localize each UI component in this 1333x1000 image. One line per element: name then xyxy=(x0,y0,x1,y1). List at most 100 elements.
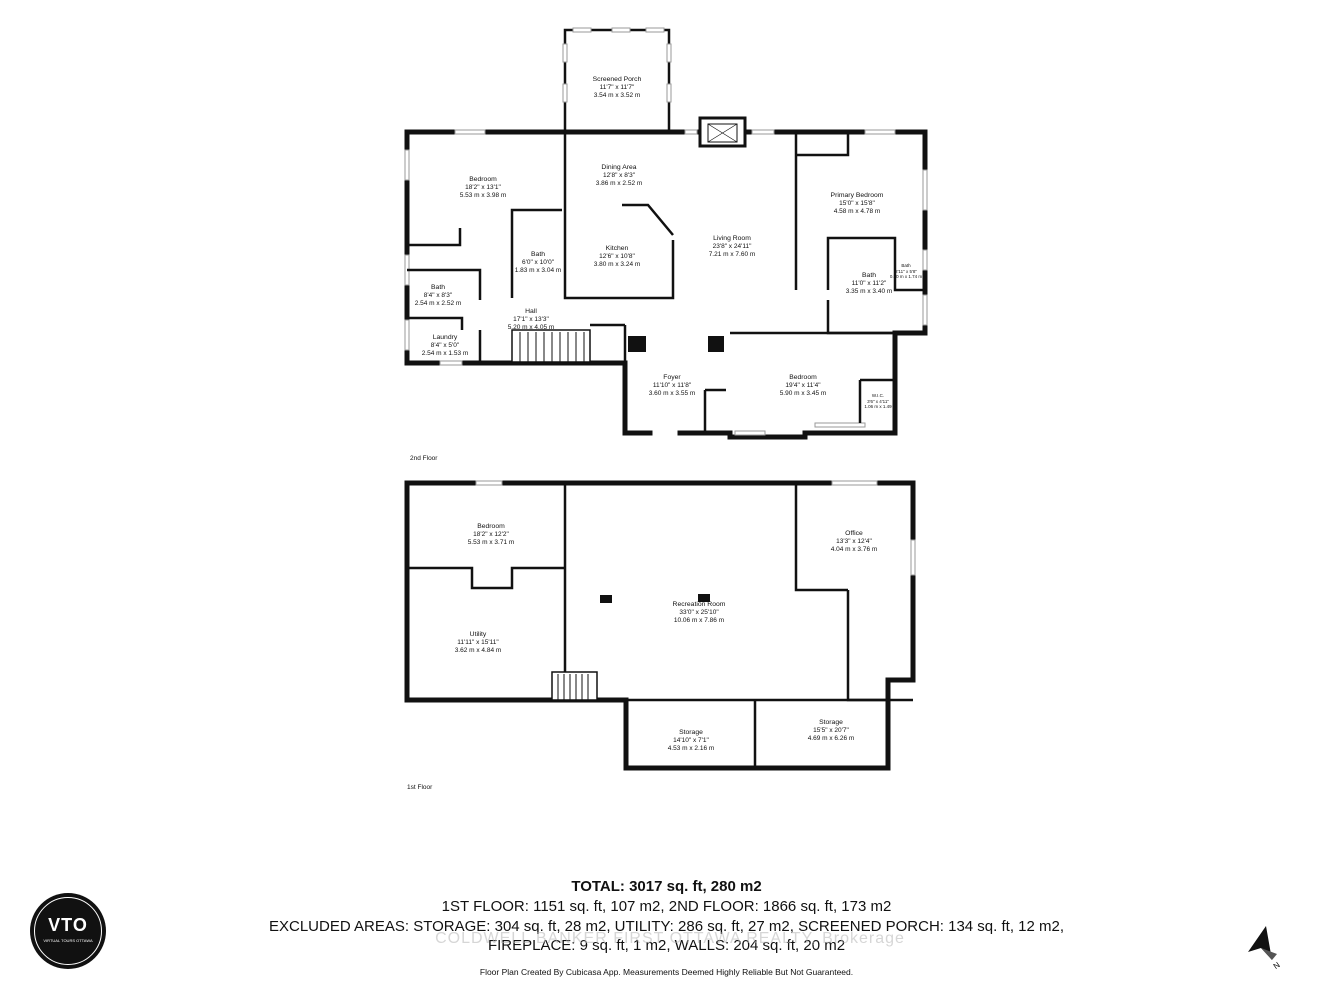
room-name: Primary Bedroom xyxy=(830,192,884,199)
room-metric: 4.69 m x 6.26 m xyxy=(807,735,855,742)
room-imperial: 23'8" x 24'11" xyxy=(712,243,752,250)
north-arrow-icon: N xyxy=(1244,924,1284,971)
north-label: N xyxy=(1272,960,1282,970)
room-name: W.I.C. xyxy=(871,393,885,398)
brokerage-watermark: COLDWELL BANKER FIRST OTTAWA REALTY, Bro… xyxy=(435,930,905,947)
room-metric: 5.53 m x 3.71 m xyxy=(467,539,515,546)
room-metric: 0.90 m x 1.74 m xyxy=(889,274,923,279)
room-metric: 3.86 m x 2.52 m xyxy=(595,180,643,187)
room-imperial: 19'4" x 11'4" xyxy=(785,382,821,389)
room-imperial: 17'1" x 13'3" xyxy=(513,316,549,323)
room-imperial: 15'5" x 20'7" xyxy=(813,727,849,734)
room-metric: 3.62 m x 4.84 m xyxy=(454,647,502,654)
excluded-areas-cont: FIREPLACE: 9 sq. ft, 1 m2, WALLS: 204 sq… xyxy=(487,937,846,954)
room-imperial: 8'4" x 8'3" xyxy=(423,292,453,299)
room-imperial: 12'8" x 8'3" xyxy=(602,172,636,179)
room-imperial: 14'10" x 7'1" xyxy=(673,737,709,744)
first-floor-walls xyxy=(404,480,916,771)
room-imperial: 15'0" x 15'8" xyxy=(839,200,875,207)
room-metric: 1.83 m x 3.04 m xyxy=(514,267,562,274)
room-metric: 10.06 m x 7.86 m xyxy=(673,617,725,624)
second-floor-stairs xyxy=(511,329,591,363)
first-floor-stairs xyxy=(551,671,598,701)
floor-label-2nd: 2nd Floor xyxy=(410,455,438,462)
excluded-areas: EXCLUDED AREAS: STORAGE: 304 sq. ft, 28 … xyxy=(268,918,1065,935)
room-name: Bedroom xyxy=(477,523,505,530)
room-name: Recreation Room xyxy=(672,601,726,608)
vto-logo: VTO VIRTUAL TOURS OTTAWA xyxy=(30,893,106,969)
room-name: Bath xyxy=(431,284,445,291)
room-imperial: 12'6" x 10'8" xyxy=(599,253,635,260)
room-name: Storage xyxy=(679,729,703,736)
second-floor-walls xyxy=(404,27,928,440)
room-name: Bath xyxy=(531,251,545,258)
room-imperial: 18'2" x 13'1" xyxy=(465,184,501,191)
room-imperial: 8'4" x 5'0" xyxy=(430,342,460,349)
room-name: Kitchen xyxy=(605,245,629,252)
disclaimer: Floor Plan Created By Cubicasa App. Meas… xyxy=(479,967,854,977)
room-imperial: 11'0" x 11'2" xyxy=(851,280,887,287)
room-name: Bedroom xyxy=(469,176,497,183)
room-imperial: 3'6" x 4'11" xyxy=(867,398,889,404)
logo-text: VTO xyxy=(48,915,88,935)
room-imperial: 2'11" x 5'8" xyxy=(895,268,917,274)
room-name: Storage xyxy=(819,719,843,726)
room-name: Hall xyxy=(525,308,537,315)
room-name: Dining Area xyxy=(601,164,637,171)
room-metric: 5.20 m x 4.05 m xyxy=(507,324,555,331)
room-metric: 2.54 m x 1.53 m xyxy=(421,350,469,357)
room-metric: 4.04 m x 3.76 m xyxy=(830,546,878,553)
room-name: Laundry xyxy=(432,334,458,341)
room-metric: 2.54 m x 2.52 m xyxy=(414,300,462,307)
floor-label-1st: 1st Floor xyxy=(407,784,433,791)
room-imperial: 11'7" x 11'7" xyxy=(599,84,635,91)
room-metric: 4.58 m x 4.78 m xyxy=(833,208,881,215)
room-label-wic: W.I.C.3'6" x 4'11"1.06 m x 1.49 xyxy=(864,393,891,410)
room-metric: 4.53 m x 2.16 m xyxy=(667,745,715,752)
room-metric: 3.60 m x 3.55 m xyxy=(648,390,696,397)
room-imperial: 11'10" x 11'8" xyxy=(652,382,692,389)
room-name: Foyer xyxy=(663,374,681,381)
room-name: Utility xyxy=(469,631,487,638)
room-name: Screened Porch xyxy=(592,76,642,83)
room-name: Bath xyxy=(862,272,876,279)
room-metric: 3.54 m x 3.52 m xyxy=(593,92,641,99)
room-imperial: 33'0" x 25'10" xyxy=(679,609,719,616)
room-imperial: 13'3" x 12'4" xyxy=(836,538,872,545)
room-metric: 7.21 m x 7.60 m xyxy=(708,251,756,258)
logo-ring xyxy=(34,897,102,965)
room-metric: 5.53 m x 3.98 m xyxy=(459,192,507,199)
total-area: TOTAL: 3017 sq. ft, 280 m2 xyxy=(571,878,762,895)
room-name: Office xyxy=(845,530,863,537)
room-imperial: 6'0" x 10'0" xyxy=(521,259,555,266)
room-metric: 3.35 m x 3.40 m xyxy=(845,288,893,295)
room-metric: 5.90 m x 3.45 m xyxy=(779,390,827,397)
floor-areas: 1ST FLOOR: 1151 sq. ft, 107 m2, 2ND FLOO… xyxy=(441,898,892,915)
room-metric: 3.80 m x 3.24 m xyxy=(593,261,641,268)
logo-subtext: VIRTUAL TOURS OTTAWA xyxy=(43,938,93,943)
room-metric: 1.06 m x 1.49 xyxy=(864,404,892,409)
room-name: Bedroom xyxy=(789,374,817,381)
room-name: Bath xyxy=(901,263,911,268)
